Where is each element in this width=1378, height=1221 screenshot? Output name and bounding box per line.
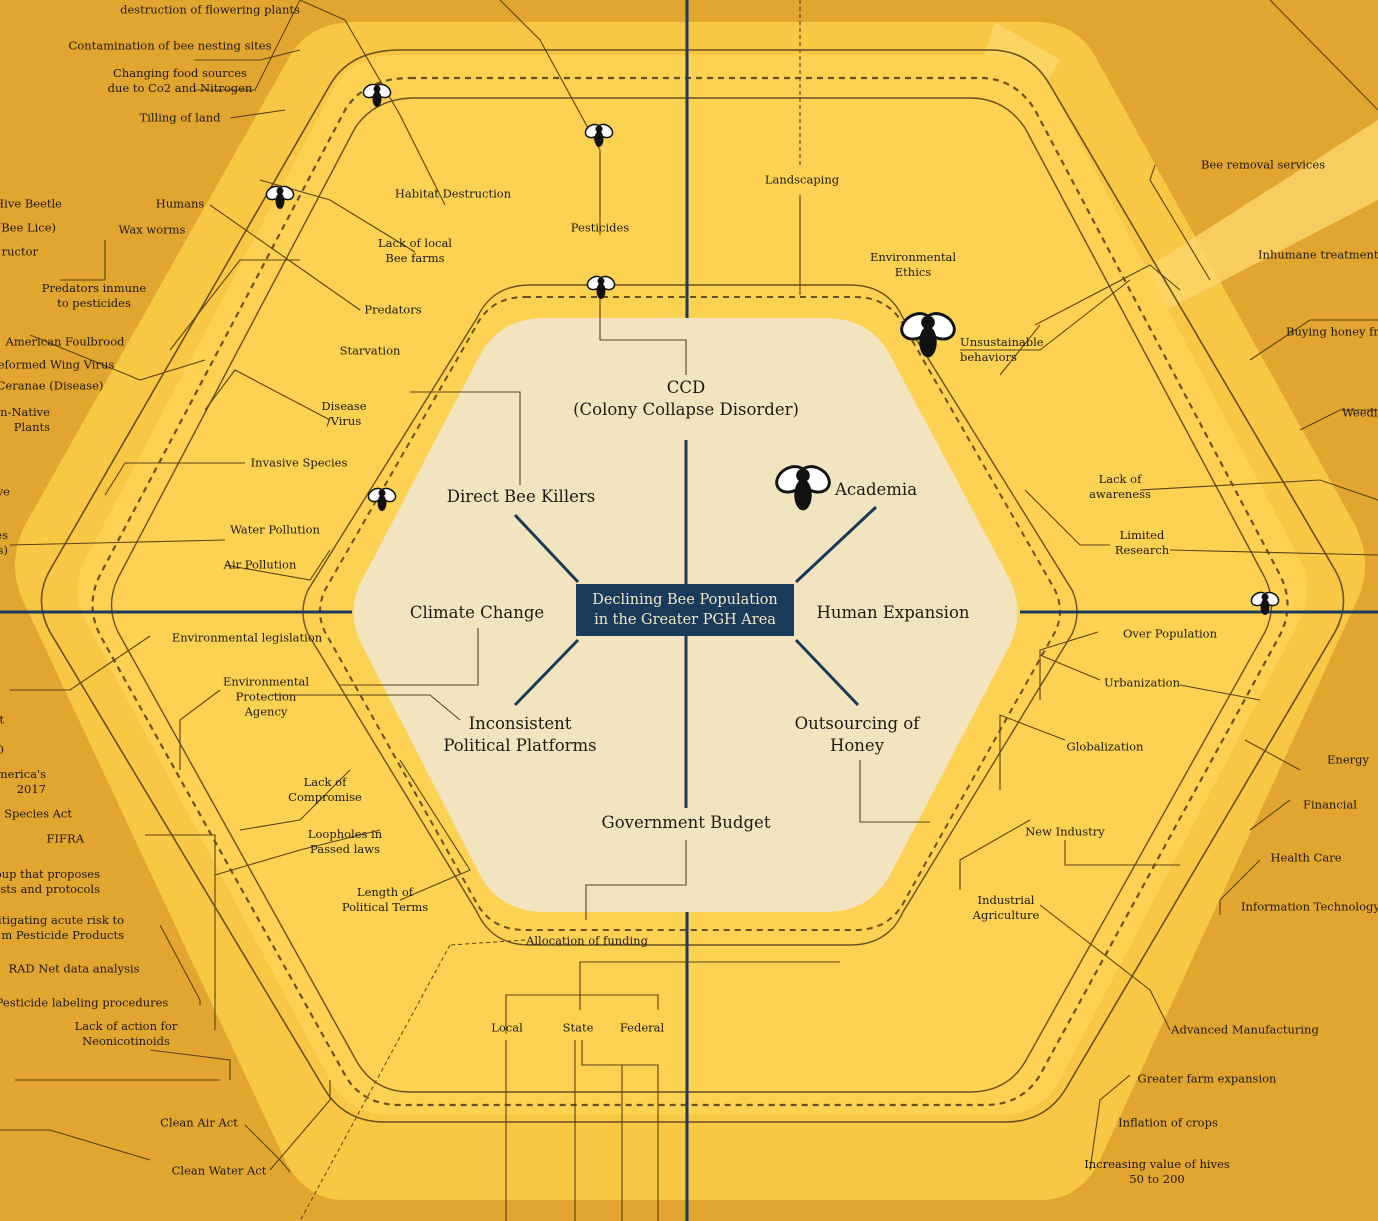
category-direct-bee-killers: Direct Bee Killers <box>446 487 596 506</box>
bee-icon <box>1248 589 1282 616</box>
label-ructor: ructor <box>1 244 38 259</box>
label-energy: Energy <box>1327 752 1369 767</box>
label-food: Changing food sources due to Co2 and Nit… <box>107 66 253 95</box>
label-ceranae: Ceranae (Disease) <box>0 378 104 393</box>
central-topic-line1: Declining Bee Population <box>592 592 778 608</box>
label-farm-expansion: Greater farm expansion <box>1137 1071 1277 1086</box>
label-globalization: Globalization <box>1066 739 1144 754</box>
label-weedi: Weedi <box>1342 405 1378 420</box>
dashed-ring <box>91 76 1289 1107</box>
label-allocation: Allocation of funding <box>526 933 648 948</box>
label-wax-worms: Wax worms <box>118 222 186 237</box>
inner-dashed-ring <box>319 296 1061 931</box>
category-academia: Academia <box>834 480 918 499</box>
label-flowering: destruction of flowering plants <box>120 2 300 17</box>
label-clean-water-act: Clean Water Act <box>171 1163 267 1178</box>
label-non-native: n-Native Plants <box>0 405 50 434</box>
label-radnet: RAD Net data analysis <box>8 961 140 976</box>
bee-icon <box>895 307 961 359</box>
label-neonicotinoids: Lack of action for Neonicotinoids <box>74 1019 178 1048</box>
label-mitigating: itigating acute risk to m Pesticide Prod… <box>0 913 124 942</box>
label-health-care: Health Care <box>1270 850 1342 865</box>
category-outsourcing: Outsourcing of Honey <box>794 714 920 755</box>
label-info-tech: Information Technology <box>1241 899 1378 914</box>
category-human-expansion: Human Expansion <box>816 603 970 622</box>
label-america: merica's 2017 <box>0 767 46 796</box>
label-over-population: Over Population <box>1122 626 1218 641</box>
central-topic: Declining Bee Population in the Greater … <box>576 584 794 636</box>
label-invasive: Invasive Species <box>250 455 348 470</box>
label-labeling: Pesticide labeling procedures <box>0 995 169 1010</box>
label-ve: ve <box>0 484 10 499</box>
label-group: oup that proposes sts and protocols <box>0 867 100 896</box>
label-predators: Predators <box>364 302 422 317</box>
dashed-connector <box>449 939 526 946</box>
label-pesticides: Pesticides <box>570 220 630 235</box>
label-inflation-crops: Inflation of crops <box>1118 1115 1218 1130</box>
inner-ring <box>302 284 1078 946</box>
label-bee-lice: (Bee Lice) <box>0 220 56 235</box>
label-species-act: Species Act <box>4 806 72 821</box>
category-ccd: CCD (Colony Collapse Disorder) <box>573 378 799 419</box>
label-inhumane: Inhumane treatment <box>1258 247 1378 262</box>
label-limited-research: Limited Research <box>1114 528 1170 557</box>
label-state: State <box>562 1020 594 1035</box>
bee-icon <box>360 81 394 108</box>
label-starvation: Starvation <box>339 343 401 358</box>
central-topic-line2: in the Greater PGH Area <box>594 612 776 628</box>
label-clean-air-act: Clean Air Act <box>160 1115 238 1130</box>
bee-icon <box>770 460 836 512</box>
outer-ring <box>40 49 1345 1123</box>
bee-icon <box>582 121 616 148</box>
label-nesting: Contamination of bee nesting sites <box>68 38 272 53</box>
label-habitat: Habitat Destruction <box>394 186 512 201</box>
label-wing-virus: eformed Wing Virus <box>0 357 115 372</box>
label-epa: Environmental Protection Agency <box>222 674 310 719</box>
label-local: Local <box>491 1020 523 1035</box>
label-buying-honey: Buying honey fr <box>1286 324 1378 339</box>
label-local-farms: Lack of local Bee farms <box>378 236 452 265</box>
label-unsustainable: Unsustainable behaviors <box>960 335 1044 364</box>
label-predators-immune: Predators inmune to pesticides <box>41 281 147 310</box>
label-es: es s) <box>0 528 8 557</box>
label-federal: Federal <box>619 1020 665 1035</box>
bee-icon <box>263 183 297 210</box>
label-industrial-agriculture: Industrial Agriculture <box>972 893 1040 922</box>
category-climate-change: Climate Change <box>409 603 545 622</box>
bee-icon <box>584 273 618 300</box>
label-fifra: FIFRA <box>46 831 84 846</box>
mid-ring <box>110 97 1273 1093</box>
label-advanced-manufacturing: Advanced Manufacturing <box>1171 1022 1319 1037</box>
label-urbanization: Urbanization <box>1103 675 1181 690</box>
category-political-platforms: Inconsistent Political Platforms <box>443 714 597 755</box>
label-water-pollution: Water Pollution <box>230 522 320 537</box>
label-humans: Humans <box>155 196 205 211</box>
label-bee-removal: Bee removal services <box>1200 157 1326 172</box>
label-foulbrood: American Foulbrood <box>5 334 125 349</box>
label-env-ethics: Environmental Ethics <box>869 250 957 279</box>
label-financial: Financial <box>1303 797 1357 812</box>
label-hive-beetle: Hive Beetle <box>0 196 62 211</box>
label-compromise: Lack of Compromise <box>288 775 362 804</box>
label-air-pollution: Air Pollution <box>223 557 297 572</box>
label-loopholes: Loopholes in Passed laws <box>307 827 383 856</box>
label-hive-value: Increasing value of hives 50 to 200 <box>1084 1157 1230 1186</box>
label-tilling: Tilling of land <box>139 110 221 125</box>
label-political-terms: Length of Political Terms <box>341 885 429 914</box>
label-disease: Disease /Virus <box>321 399 367 428</box>
dashed-connector-2 <box>299 944 451 1221</box>
label-landscaping: Landscaping <box>764 172 840 187</box>
bee-icon <box>365 485 399 512</box>
label-env-legislation: Environmental legislation <box>171 630 323 645</box>
label-t: t <box>0 712 4 727</box>
spokes <box>513 440 878 808</box>
label-lack-awareness: Lack of awareness <box>1089 472 1151 501</box>
label-zero: 0 <box>0 742 4 757</box>
category-government-budget: Government Budget <box>601 813 771 832</box>
label-new-industry: New Industry <box>1025 824 1105 839</box>
